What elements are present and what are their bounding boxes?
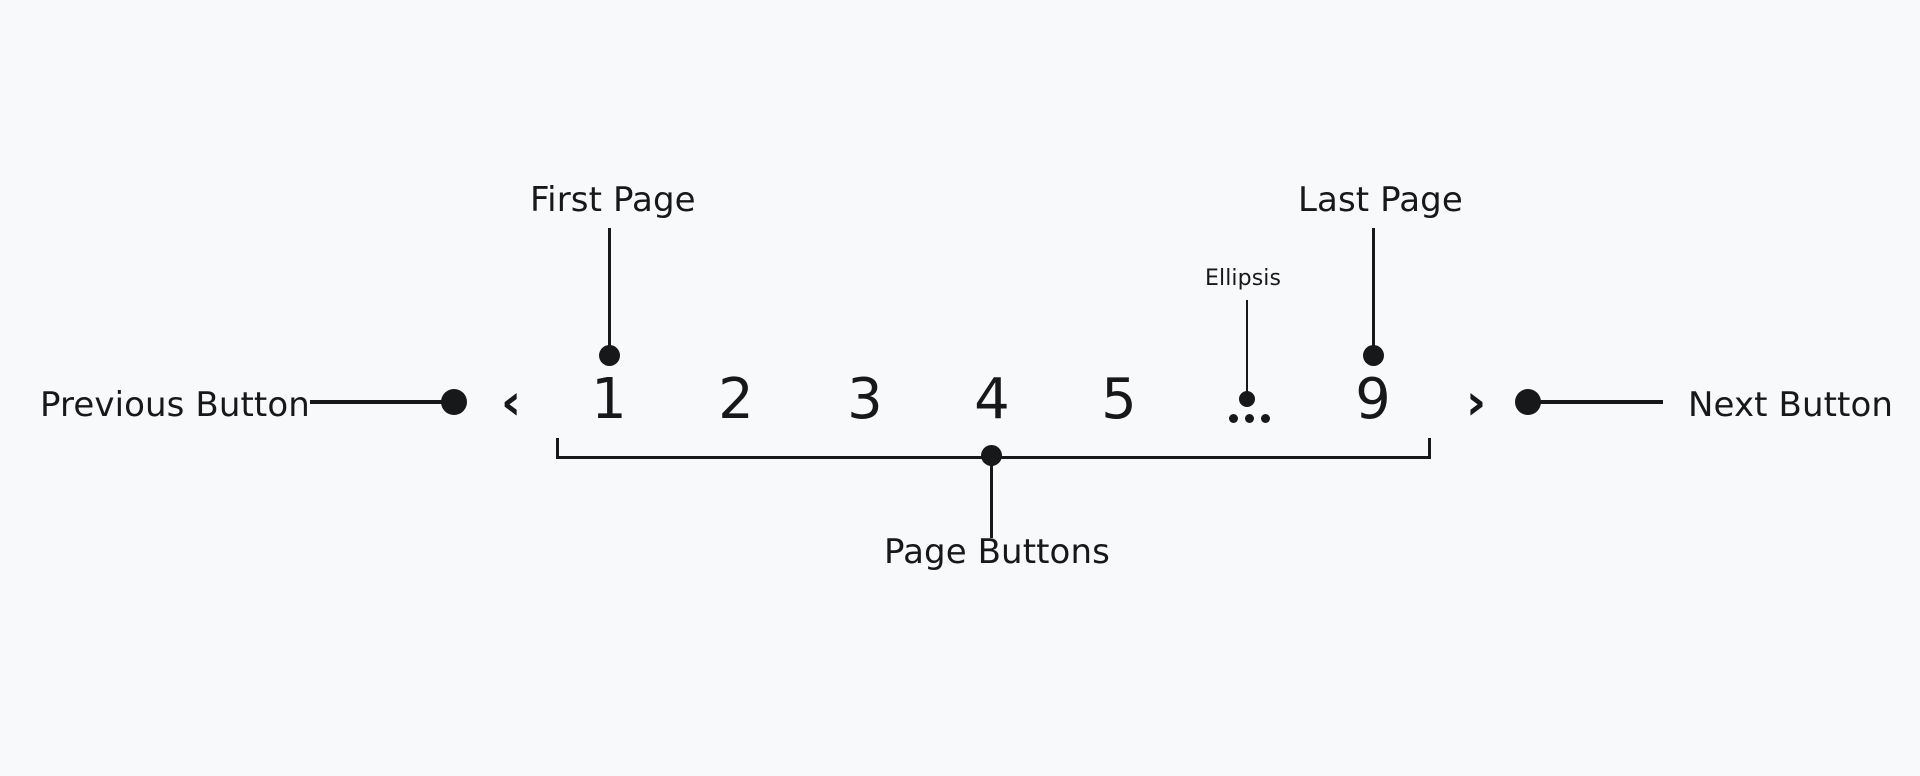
leader-dot-previous-button xyxy=(441,389,467,415)
leader-line-page-buttons xyxy=(990,458,993,538)
ellipsis-dot-2 xyxy=(1245,414,1254,423)
leader-dot-last-page xyxy=(1363,345,1384,366)
leader-line-first-page xyxy=(608,228,611,353)
annotation-page-buttons: Page Buttons xyxy=(884,532,1110,572)
pagination-ellipsis xyxy=(1229,414,1270,423)
annotation-last-page: Last Page xyxy=(1298,180,1463,220)
pagination-previous-button[interactable]: ‹ xyxy=(500,373,522,431)
annotation-next-button: Next Button xyxy=(1688,385,1894,425)
ellipsis-dot-1 xyxy=(1229,414,1238,423)
leader-dot-ellipsis xyxy=(1239,391,1255,407)
leader-dot-page-buttons xyxy=(981,445,1002,466)
annotation-ellipsis: Ellipsis xyxy=(1205,266,1282,291)
leader-dot-next-button xyxy=(1515,389,1541,415)
pagination-page-button-5[interactable]: 5 xyxy=(1101,367,1137,432)
leader-line-next-button xyxy=(1538,400,1663,404)
pagination-page-button-4[interactable]: 4 xyxy=(974,367,1010,432)
pagination-page-button-3[interactable]: 3 xyxy=(847,367,883,432)
leader-line-last-page xyxy=(1372,228,1375,353)
leader-line-previous-button xyxy=(310,400,445,404)
leader-line-ellipsis xyxy=(1246,300,1248,398)
annotation-previous-button: Previous Button xyxy=(40,385,310,425)
ellipsis-dot-3 xyxy=(1261,414,1270,423)
pagination-page-button-1[interactable]: 1 xyxy=(591,367,627,432)
pagination-page-button-2[interactable]: 2 xyxy=(718,367,754,432)
pagination-next-button[interactable]: › xyxy=(1465,373,1487,431)
annotation-first-page: First Page xyxy=(530,180,696,220)
leader-dot-first-page xyxy=(599,345,620,366)
pagination-page-button-9[interactable]: 9 xyxy=(1355,367,1391,432)
